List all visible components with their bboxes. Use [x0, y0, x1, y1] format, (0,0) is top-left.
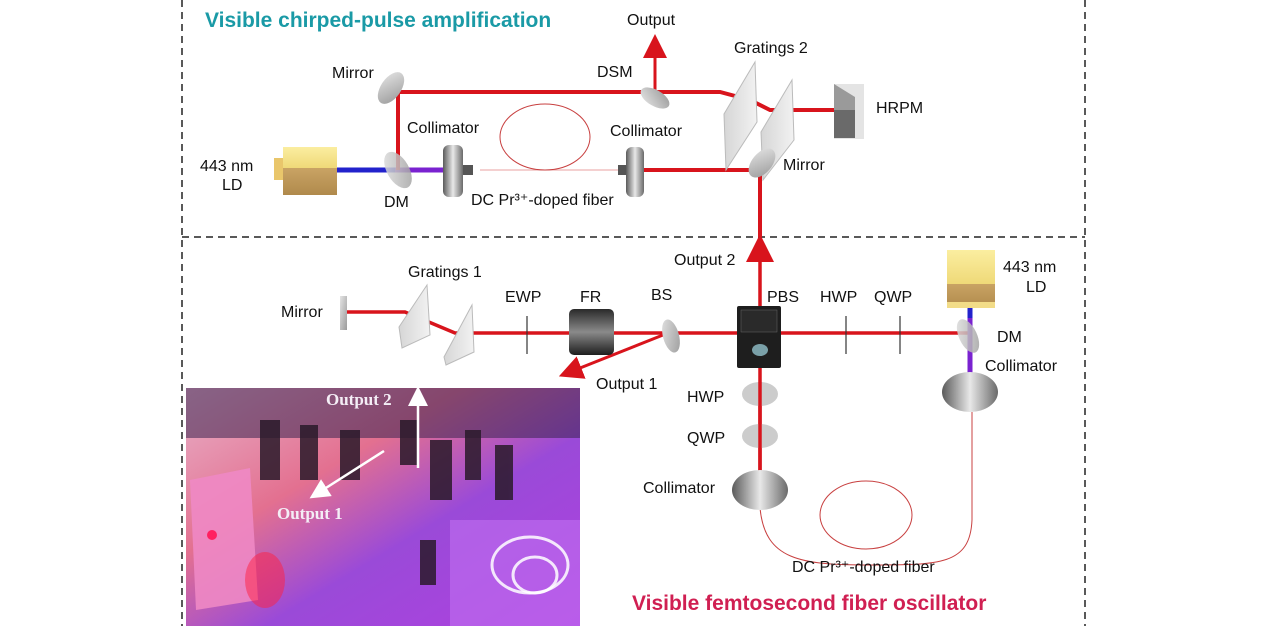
amp-fiber-coil — [499, 103, 591, 171]
amp-collimator-left-ferrule — [463, 165, 473, 175]
osc-beam-splitter — [662, 319, 680, 353]
amp-output-label: Output — [627, 12, 676, 29]
photo-fiber-loop-inner — [511, 555, 559, 595]
osc-output2-label: Output 2 — [674, 252, 735, 269]
amp-collimator-right — [626, 147, 644, 197]
amp-ld-label-1: 443 nm — [200, 158, 253, 175]
osc-collimator-left-label: Collimator — [643, 480, 716, 497]
amp-collimator-right-label: Collimator — [610, 123, 683, 140]
amp-mirror-left-label: Mirror — [332, 65, 374, 82]
osc-pbs — [737, 306, 781, 368]
photo-red-glow — [245, 552, 285, 608]
osc-output1-beam — [558, 331, 669, 379]
osc-gratings1-label: Gratings 1 — [408, 264, 482, 281]
amp-hrpm — [834, 84, 864, 139]
amp-laser-diode — [274, 147, 337, 195]
osc-fiber-label: DC Pr³⁺-doped fiber — [792, 559, 935, 576]
osc-pbs-label: PBS — [767, 289, 799, 306]
osc-hwp-v-label: HWP — [687, 389, 724, 406]
osc-collimator-left — [732, 470, 788, 510]
amplifier-title: Visible chirped-pulse amplification — [205, 9, 551, 32]
photo-fiber-panel — [450, 520, 580, 626]
osc-fiber-line — [759, 412, 973, 566]
photo-mounts — [260, 420, 513, 585]
photo-output1-label: Output 1 — [277, 504, 343, 523]
setup-photo: Output 2 Output 1 — [186, 386, 580, 626]
osc-dm-label: DM — [997, 329, 1022, 346]
osc-bs-label: BS — [651, 287, 672, 304]
amp-dichroic-mirror — [384, 151, 412, 189]
amp-collimator-right-ferrule — [618, 165, 626, 175]
osc-main-beam — [346, 310, 968, 335]
amp-dm-label: DM — [384, 194, 409, 211]
osc-hwp-h-label: HWP — [820, 289, 857, 306]
osc-collimator-right-label: Collimator — [985, 358, 1058, 375]
osc-dichroic-mirror — [956, 319, 980, 353]
osc-qwp-v-label: QWP — [687, 430, 725, 447]
photo-spot — [207, 530, 217, 540]
amp-hrpm-label: HRPM — [876, 100, 923, 117]
amp-ld-label-2: LD — [222, 177, 242, 194]
osc-mirror-label: Mirror — [281, 304, 323, 321]
amp-dsm-label: DSM — [597, 64, 633, 81]
osc-ld-label-1: 443 nm — [1003, 259, 1056, 276]
amp-grating-a — [723, 60, 758, 172]
amp-mirror-right-label: Mirror — [783, 157, 825, 174]
osc-laser-diode — [947, 250, 995, 308]
osc-faraday-rotator — [569, 309, 614, 355]
osc-ld-label-2: LD — [1026, 279, 1046, 296]
amp-fiber-label: DC Pr³⁺-doped fiber — [471, 192, 614, 209]
amp-mirror-right — [748, 148, 776, 178]
osc-end-mirror — [340, 296, 347, 330]
osc-qwp-h-label: QWP — [874, 289, 912, 306]
photo-card — [190, 468, 258, 610]
amp-return-beam — [640, 168, 762, 237]
amp-mirror-left — [377, 72, 405, 104]
amp-collimator-left-label: Collimator — [407, 120, 480, 137]
amp-gratings2-label: Gratings 2 — [734, 40, 808, 57]
osc-fr-label: FR — [580, 289, 601, 306]
osc-output1-label: Output 1 — [596, 376, 657, 393]
osc-grating-a — [398, 283, 431, 349]
amp-collimator-left — [443, 145, 463, 197]
photo-output2-label: Output 2 — [326, 390, 392, 409]
oscillator-title: Visible femtosecond fiber oscillator — [632, 592, 986, 615]
photo-output1-arrow — [309, 449, 385, 499]
section-borders — [181, 0, 1086, 626]
osc-collimator-right — [942, 372, 998, 412]
amp-dsm — [640, 87, 670, 109]
osc-grating-b — [443, 303, 475, 366]
osc-fiber-coil — [819, 480, 913, 550]
osc-ewp-label: EWP — [505, 289, 541, 306]
